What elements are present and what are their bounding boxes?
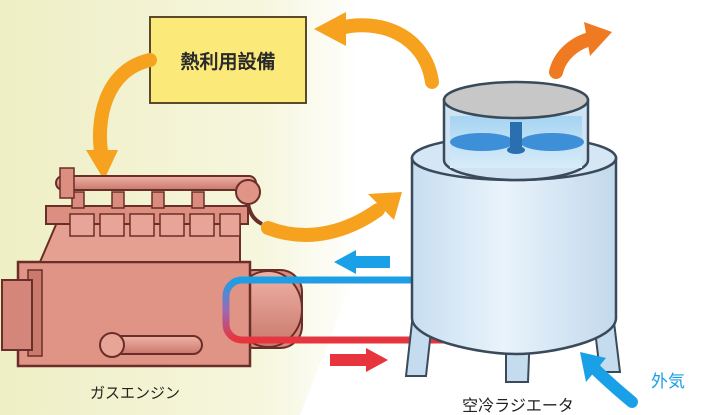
cool-water-arrow: [334, 250, 390, 274]
heat-arrow-to-engine: [93, 53, 157, 165]
exhaust-arrow: [549, 22, 612, 79]
gas-engine: [1, 167, 303, 368]
heat-arrows: [86, 12, 439, 242]
heat-arrow-to-facility-head: [314, 12, 346, 46]
heat-arrow-to-facility: [333, 18, 439, 89]
heat-arrow-to-radiator-head: [368, 192, 402, 220]
outside-air-label: 外気: [651, 372, 685, 392]
air-cooled-radiator: [404, 80, 622, 383]
outside-air-arrow: [580, 352, 638, 408]
heat-arrow-to-radiator: [261, 203, 385, 242]
radiator-label: 空冷ラジエータ: [462, 396, 574, 415]
heat-arrow-to-engine-head: [86, 150, 118, 180]
heat-facility-label: 熱利用設備: [180, 50, 275, 73]
coolant-arrows: [330, 250, 390, 372]
fan: [450, 122, 584, 154]
heat-facility-box: 熱利用設備: [149, 16, 307, 104]
gas-engine-label: ガスエンジン: [90, 384, 180, 402]
hot-water-arrow: [330, 348, 388, 372]
